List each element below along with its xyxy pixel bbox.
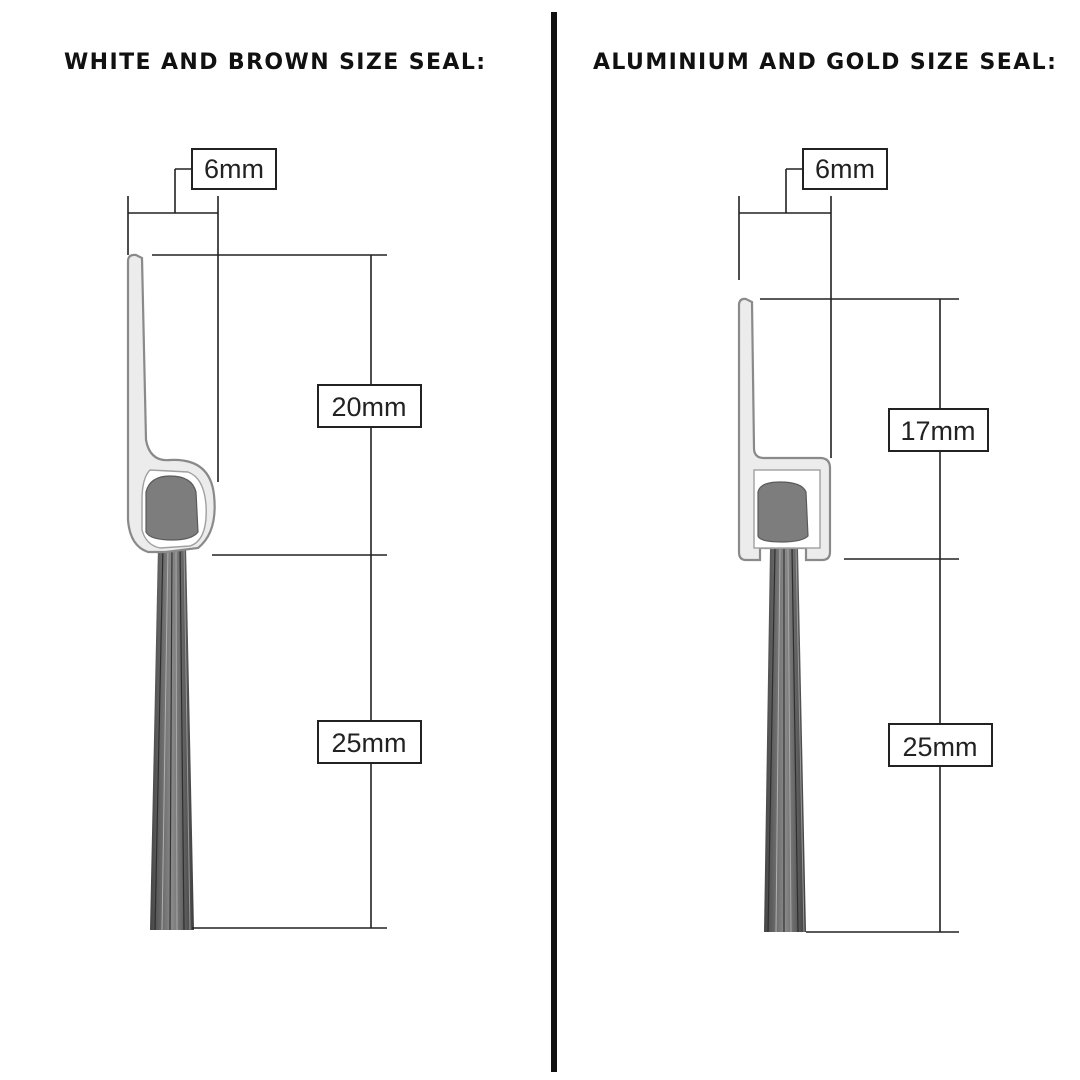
- carrier-height-label: 20mm: [331, 392, 406, 422]
- brush-insert: [145, 475, 199, 541]
- brush-bristles: [150, 544, 194, 931]
- carrier-height-label: 17mm: [900, 416, 975, 446]
- width-label: 6mm: [204, 154, 264, 184]
- panel-title-aluminium-gold: ALUMINIUM AND GOLD SIZE SEAL:: [593, 50, 1058, 75]
- panel-title-white-brown: WHITE AND BROWN SIZE SEAL:: [64, 50, 487, 75]
- width-dimension: 6mm: [738, 148, 888, 458]
- height-dimension: 20mm 25mm: [152, 254, 422, 929]
- height-dimension: 17mm 25mm: [760, 298, 993, 933]
- brush-bristles: [764, 547, 806, 933]
- panel-divider: [551, 12, 557, 1072]
- brush-length-label: 25mm: [331, 728, 406, 758]
- width-dimension: 6mm: [127, 148, 277, 482]
- width-label: 6mm: [815, 154, 875, 184]
- brush-length-label: 25mm: [902, 732, 977, 762]
- brush-insert: [757, 481, 809, 543]
